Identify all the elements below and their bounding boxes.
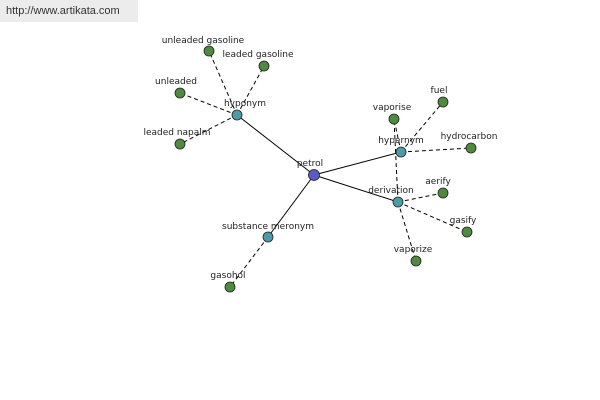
edge-hypernym-fuel [400,101,444,153]
node-leaded-gasoline[interactable] [258,60,270,72]
edge-derivation-gasify [397,201,468,233]
node-label-fuel: fuel [431,86,448,96]
node-label-derivation: derivation [368,186,414,196]
edge-meronym-gasohol [229,236,269,288]
edge-hyponym-leaded-napalm [179,114,238,145]
node-label-hyponym: hyponym [224,99,266,109]
edge-petrol-meronym [267,174,315,238]
node-label-hypernym: hypernym [378,136,424,146]
node-derivation[interactable] [392,196,404,208]
node-unleaded[interactable] [174,87,186,99]
edge-derivation-aerify [397,192,444,203]
node-label-gasify: gasify [450,216,477,226]
node-label-meronym: substance meronym [222,222,314,232]
node-label-unleaded-gasoline: unleaded gasoline [162,36,245,46]
edge-hyponym-leaded-gasoline [236,65,265,116]
labels-layer: petrol hyponym hypernym derivation substance… [143,36,497,281]
node-label-aerify: aerify [425,177,451,187]
node-unleaded-gasoline[interactable] [203,45,215,57]
edge-hyponym-unleaded-gasoline [208,50,238,116]
node-label-petrol: petrol [297,159,323,169]
node-fuel[interactable] [437,96,449,108]
node-label-vaporize: vaporize [394,245,433,255]
edge-petrol-hypernym [313,151,402,176]
edges-layer [179,50,472,288]
node-hypernym[interactable] [395,146,407,158]
edge-derivation-vaporize [397,201,417,262]
node-petrol[interactable] [308,169,320,181]
node-hydrocarbon[interactable] [465,142,477,154]
node-label-hydrocarbon: hydrocarbon [441,132,498,142]
node-label-leaded-gasoline: leaded gasoline [222,50,294,60]
node-meronym[interactable] [262,231,274,243]
node-leaded-napalm[interactable] [174,138,186,150]
edge-hypernym-hydrocarbon [400,147,472,153]
node-label-gasohol: gasohol [210,271,245,281]
edge-petrol-hyponym [236,114,315,176]
node-vaporise[interactable] [388,113,400,125]
node-aerify[interactable] [437,187,449,199]
node-hyponym[interactable] [231,109,243,121]
edge-hypernym-vaporise [393,118,402,153]
watermark-url: http://www.artikata.com [0,0,138,22]
edge-hyponym-unleaded [179,92,238,116]
node-vaporize[interactable] [410,255,422,267]
node-label-leaded-napalm: leaded napalm [143,128,210,138]
nodes-layer [174,45,477,293]
node-gasify[interactable] [461,226,473,238]
edge-petrol-derivation [313,174,399,203]
node-label-vaporise: vaporise [373,103,412,113]
node-gasohol[interactable] [224,281,236,293]
node-label-unleaded: unleaded [155,77,197,87]
